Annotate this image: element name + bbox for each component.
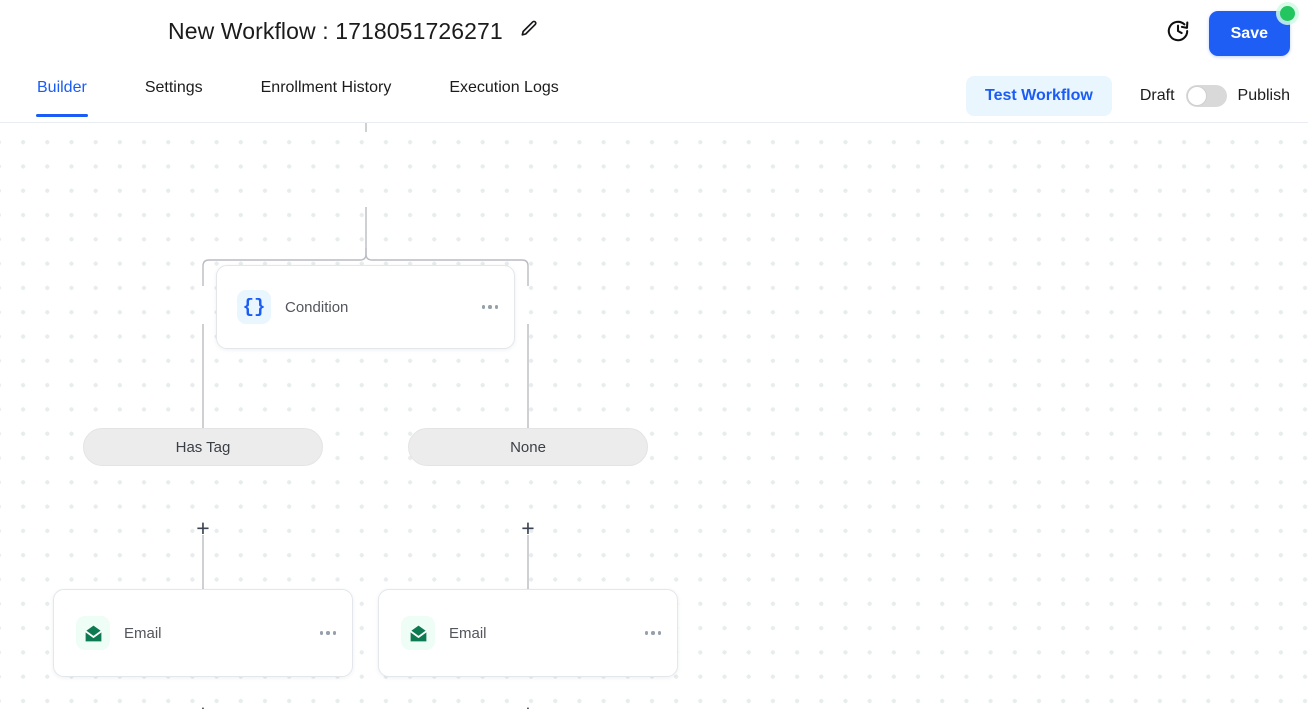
workflow-title-group: New Workflow : 1718051726271 [168, 18, 539, 45]
tab-builder[interactable]: Builder [36, 68, 88, 117]
save-button-wrap: Save [1208, 6, 1295, 56]
add-step-button-right-1[interactable]: + [521, 514, 535, 541]
braces-icon: {} [237, 290, 271, 324]
unsaved-changes-badge [1280, 6, 1295, 21]
workflow-node-email-right[interactable]: Email [378, 589, 678, 677]
branch-label-has-tag[interactable]: Has Tag [83, 428, 323, 466]
node-label-email-left: Email [124, 624, 162, 642]
node-menu-email-left[interactable] [319, 631, 336, 635]
workflow-node-condition[interactable]: {} Condition [216, 265, 515, 349]
add-step-button-left-1[interactable]: + [196, 514, 210, 541]
tab-list: Builder Settings Enrollment History Exec… [0, 68, 617, 117]
tab-execution-logs[interactable]: Execution Logs [449, 79, 559, 96]
pencil-icon[interactable] [519, 19, 539, 44]
save-button[interactable]: Save [1208, 11, 1290, 56]
workflow-canvas[interactable]: {} Condition Has Tag None + + Email [0, 123, 1308, 709]
add-step-button-right-2[interactable]: + [517, 701, 539, 709]
workflow-tab-bar: Builder Settings Enrollment History Exec… [0, 68, 1308, 123]
test-workflow-button[interactable]: Test Workflow [965, 75, 1112, 116]
header-actions: Save [1165, 6, 1295, 56]
publish-label: Publish [1237, 86, 1290, 104]
draft-label: Draft [1139, 86, 1175, 104]
toggle-knob [1186, 85, 1207, 106]
node-menu-condition[interactable] [481, 305, 498, 309]
envelope-open-icon [401, 616, 435, 650]
node-label-condition: Condition [285, 298, 349, 316]
clock-history-icon[interactable] [1165, 18, 1191, 49]
branch-label-none[interactable]: None [408, 428, 648, 466]
envelope-open-icon [76, 616, 110, 650]
app-header: New Workflow : 1718051726271 Save [0, 0, 1308, 68]
tab-bar-actions: Test Workflow Draft Publish [965, 68, 1290, 123]
publish-toggle-group: Draft Publish [1139, 84, 1290, 107]
tab-enrollment-history[interactable]: Enrollment History [260, 79, 392, 96]
node-menu-email-right[interactable] [644, 631, 661, 635]
node-label-email-right: Email [449, 624, 487, 642]
tab-settings[interactable]: Settings [144, 79, 203, 96]
workflow-node-email-left[interactable]: Email [53, 589, 353, 677]
page-title: New Workflow : 1718051726271 [168, 18, 503, 44]
flow-graph: {} Condition Has Tag None + + Email [0, 123, 1308, 709]
publish-toggle[interactable] [1185, 84, 1227, 107]
add-step-button-left-2[interactable]: + [192, 701, 214, 709]
